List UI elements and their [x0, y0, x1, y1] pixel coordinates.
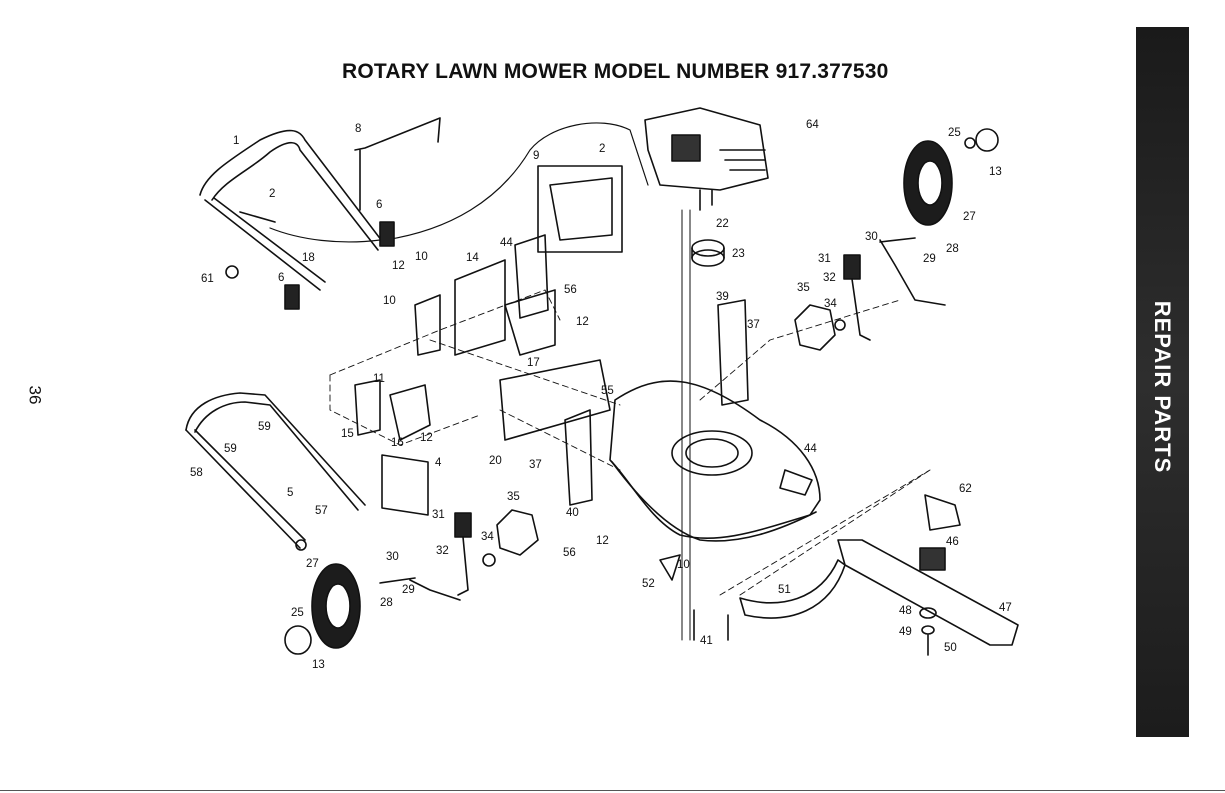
- callout-62: 62: [959, 483, 972, 495]
- callout-47: 47: [999, 602, 1012, 614]
- callout-41: 41: [700, 635, 713, 647]
- callout-34: 34: [824, 298, 837, 310]
- callout-4: 4: [435, 457, 441, 469]
- axles: [380, 238, 945, 600]
- callout-29b: 29: [402, 584, 415, 596]
- engine: [645, 108, 768, 210]
- callout-23: 23: [732, 248, 745, 260]
- callout-64: 64: [806, 119, 819, 131]
- callout-11: 11: [373, 373, 385, 385]
- callout-48: 48: [899, 605, 912, 617]
- callout-49: 49: [899, 626, 912, 638]
- callout-25b: 25: [291, 607, 304, 619]
- callout-31b: 31: [432, 509, 445, 521]
- callout-28: 28: [946, 243, 959, 255]
- callout-10b: 10: [383, 295, 396, 307]
- callout-17: 17: [527, 357, 540, 369]
- callout-37: 37: [747, 319, 760, 331]
- callout-10c: 10: [677, 559, 690, 571]
- callout-2: 2: [269, 188, 275, 200]
- callout-13b: 13: [312, 659, 325, 671]
- callout-35b: 35: [507, 491, 520, 503]
- callout-44b: 44: [804, 443, 817, 455]
- callout-2b: 2: [599, 143, 605, 155]
- adjuster-levers: [455, 255, 870, 595]
- callout-12: 12: [392, 260, 405, 272]
- callout-29: 29: [923, 253, 936, 265]
- grass-deflector: [382, 455, 428, 515]
- callout-61: 61: [201, 273, 214, 285]
- callout-6: 6: [376, 199, 382, 211]
- callout-15: 15: [341, 428, 354, 440]
- handle-knobs: [226, 222, 394, 309]
- callout-6b: 6: [278, 272, 284, 284]
- callout-40: 40: [566, 507, 579, 519]
- callout-8: 8: [355, 123, 361, 135]
- blade: [838, 495, 1018, 655]
- lower-handle: [186, 393, 365, 550]
- callout-20: 20: [489, 455, 502, 467]
- callout-56b: 56: [563, 547, 576, 559]
- callout-28b: 28: [380, 597, 393, 609]
- control-cable: [270, 123, 648, 242]
- callout-32b: 32: [436, 545, 449, 557]
- callout-58: 58: [190, 467, 203, 479]
- callout-30: 30: [865, 231, 878, 243]
- callout-52: 52: [642, 578, 655, 590]
- callout-27: 27: [963, 211, 976, 223]
- callout-16: 16: [391, 437, 404, 449]
- front-wheel: [904, 129, 998, 225]
- callout-59: 59: [224, 443, 237, 455]
- callout-12b: 12: [576, 316, 589, 328]
- callout-51: 51: [778, 584, 791, 596]
- callout-55: 55: [601, 385, 614, 397]
- callout-25: 25: [948, 127, 961, 139]
- callout-30b: 30: [386, 551, 399, 563]
- callout-50: 50: [944, 642, 957, 654]
- mower-deck: [610, 381, 820, 541]
- callout-12c: 12: [420, 432, 433, 444]
- callout-12d: 12: [596, 535, 609, 547]
- callout-13: 13: [989, 166, 1002, 178]
- callout-14: 14: [466, 252, 479, 264]
- callout-18: 18: [302, 252, 315, 264]
- callout-37b: 37: [529, 459, 542, 471]
- callout-32: 32: [823, 272, 836, 284]
- callout-1: 1: [233, 135, 239, 147]
- callout-10: 10: [415, 251, 428, 263]
- callout-31: 31: [818, 253, 831, 265]
- deck-brackets: [355, 235, 748, 505]
- baffle: [740, 560, 845, 618]
- callout-57: 57: [315, 505, 328, 517]
- callout-46: 46: [946, 536, 959, 548]
- callout-56: 56: [564, 284, 577, 296]
- callout-39: 39: [716, 291, 729, 303]
- callout-22: 22: [716, 218, 729, 230]
- callout-5: 5: [287, 487, 293, 499]
- height-adjuster-gears: [483, 305, 845, 566]
- callout-59b: 59: [258, 421, 271, 433]
- callout-44: 44: [500, 237, 513, 249]
- callout-9: 9: [533, 150, 539, 162]
- callout-27b: 27: [306, 558, 319, 570]
- cover-box: [538, 166, 622, 252]
- callout-35: 35: [797, 282, 810, 294]
- pulley: [682, 210, 724, 640]
- callout-34b: 34: [481, 531, 494, 543]
